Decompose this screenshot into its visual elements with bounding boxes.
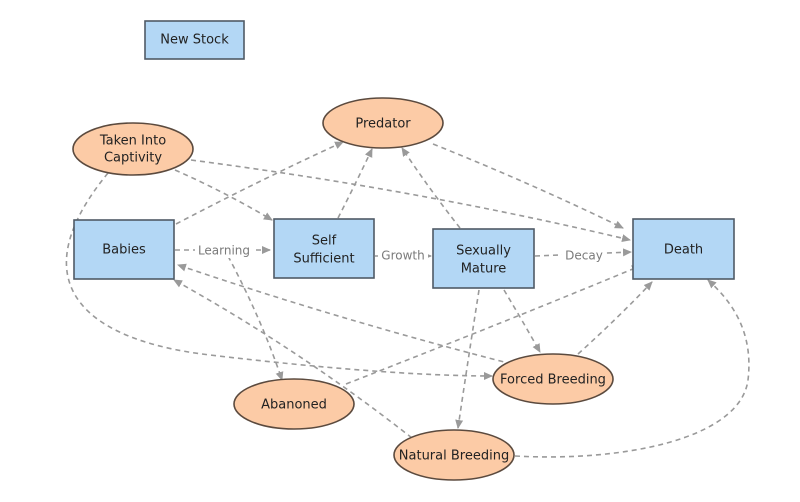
link-forcedbreeding-death[interactable]	[577, 281, 653, 355]
flow-growth-label: Growth	[381, 249, 424, 263]
stock-death-label: Death	[664, 243, 703, 258]
variable-predator-label: Predator	[355, 117, 411, 132]
flow-decay-label: Decay	[565, 249, 603, 263]
variable-taken-into-captivity-line1: Taken Into	[99, 134, 166, 149]
links-layer	[65, 141, 750, 458]
flow-growth-label-group: Growth	[378, 248, 428, 263]
flow-learning-label-group: Learning	[195, 243, 253, 258]
link-sexuallymature-predator[interactable]	[401, 147, 461, 229]
link-selfsufficient-predator[interactable]	[337, 148, 373, 219]
variable-taken-into-captivity-line2: Captivity	[104, 151, 162, 166]
link-forcedbreeding-babies[interactable]	[177, 263, 513, 365]
stock-death[interactable]: Death	[632, 218, 735, 280]
variable-taken-into-captivity[interactable]: Taken Into Captivity	[72, 122, 194, 176]
stock-sexually-mature-label-line1: Sexually	[456, 244, 511, 259]
link-abanoned-death[interactable]	[345, 265, 641, 385]
stock-babies-label: Babies	[102, 243, 146, 258]
link-captivity-forcedbreeding[interactable]	[65, 172, 493, 380]
stock-babies[interactable]: Babies	[73, 219, 175, 280]
variable-abanoned-label: Abanoned	[261, 398, 327, 413]
link-captivity-selfsufficient[interactable]	[174, 169, 273, 221]
stock-self-sufficient-label-line1: Self	[312, 234, 337, 249]
link-captivity-death[interactable]	[190, 159, 631, 243]
variable-abanoned[interactable]: Abanoned	[233, 378, 355, 430]
variable-forced-breeding[interactable]: Forced Breeding	[492, 353, 614, 405]
link-sexuallymature-forcedbreeding[interactable]	[503, 289, 541, 353]
variable-natural-breeding[interactable]: Natural Breeding	[393, 429, 515, 481]
link-naturalbreeding-babies[interactable]	[173, 279, 413, 439]
variable-natural-breeding-label: Natural Breeding	[399, 449, 509, 464]
stock-self-sufficient[interactable]: Self Sufficient	[273, 218, 375, 279]
link-babies-predator[interactable]	[175, 141, 344, 225]
link-sexuallymature-naturalbreeding[interactable]	[455, 289, 480, 429]
stock-sexually-mature[interactable]: Sexually Mature	[432, 228, 535, 289]
new-stock-label: New Stock	[160, 33, 229, 48]
link-naturalbreeding-death[interactable]	[514, 279, 750, 458]
stock-self-sufficient-label-line2: Sufficient	[293, 252, 354, 267]
link-learning-abanoned[interactable]	[227, 255, 284, 381]
flow-learning-label: Learning	[198, 244, 250, 258]
flow-decay-label-group: Decay	[562, 248, 606, 263]
variable-predator[interactable]: Predator	[322, 97, 444, 149]
link-predator-death[interactable]	[432, 143, 624, 229]
new-stock-button[interactable]: New Stock	[144, 20, 245, 60]
stock-sexually-mature-label-line2: Mature	[461, 262, 507, 277]
variable-forced-breeding-label: Forced Breeding	[500, 373, 606, 388]
